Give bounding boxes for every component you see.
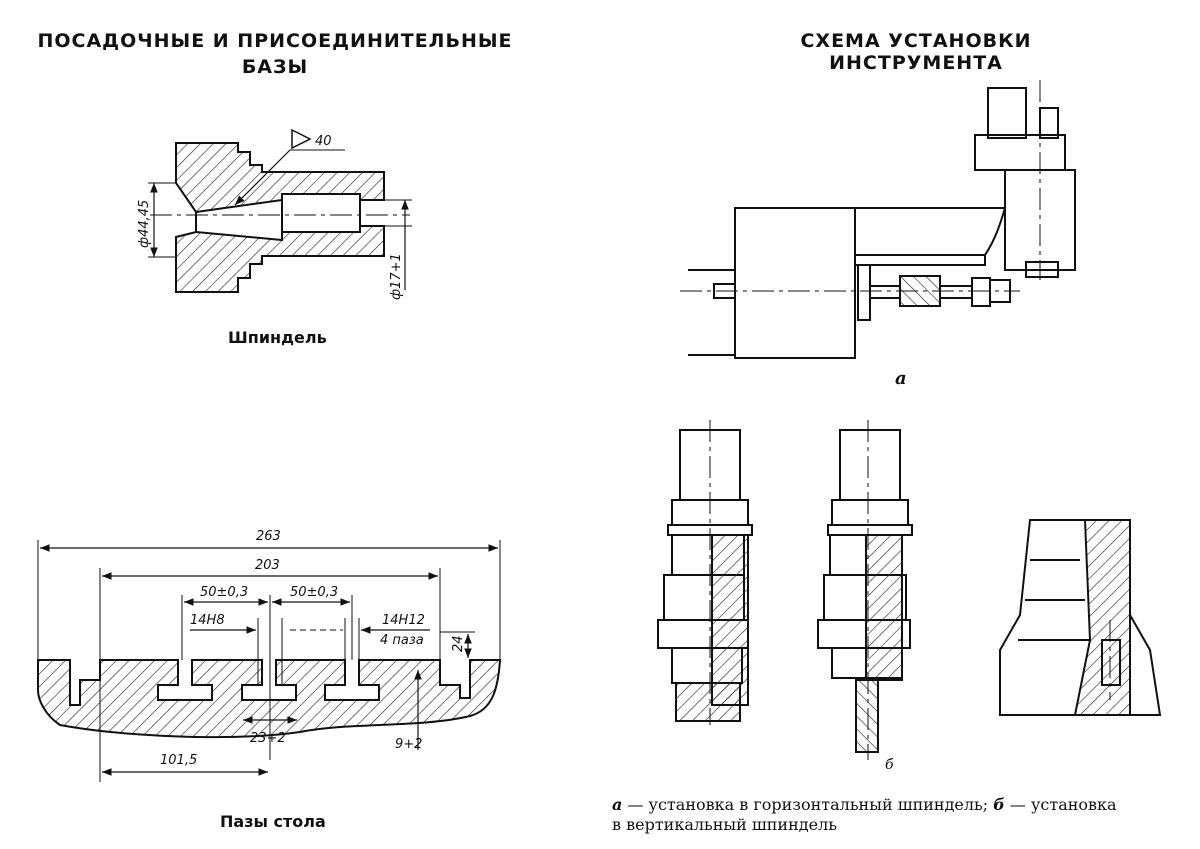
dim-fit-left: 14H8 (190, 613, 225, 628)
spindle-upper-section (175, 142, 385, 214)
dim-inner-width: 203 (255, 558, 280, 573)
figure-legend: а — установка в горизонтальный шпиндель;… (612, 795, 1200, 835)
legend-b-text: — установка (1004, 795, 1117, 814)
dim-slot-pitch-1: 50±0,3 (200, 585, 248, 600)
legend-line-2: в вертикальный шпиндель (612, 815, 837, 834)
dim-slot-depth: 24 (451, 635, 466, 652)
dim-first-slot-offset: 101,5 (160, 753, 197, 768)
scheme-b-label: б (885, 757, 894, 773)
scheme-a-label: а (895, 368, 907, 389)
spindle-outer-diameter: ф44,45 (137, 200, 152, 248)
legend-a-mark: а (612, 795, 623, 814)
dim-total-width: 263 (256, 529, 281, 544)
table-section (37, 659, 502, 739)
scheme-b-tool-3 (999, 519, 1162, 716)
dim-slot-count: 4 паза (380, 633, 424, 648)
scheme-a-horizontal-install (680, 80, 1076, 359)
spindle-caption: Шпиндель (228, 328, 327, 347)
table-dimension-lines (37, 540, 501, 782)
roughness-value: 40 (315, 134, 332, 149)
dim-fit-right: 14H12 (382, 613, 425, 628)
left-section-title: ПОСАДОЧНЫЕ И ПРИСОЕДИНИТЕЛЬНЫЕ БАЗЫ (30, 28, 520, 80)
scheme-b-tool-2 (817, 420, 913, 760)
legend-b-mark: б (993, 795, 1005, 814)
dim-slot-width: 23+2 (250, 731, 286, 746)
table-slots-caption: Пазы стола (220, 812, 326, 831)
right-section-title: СХЕМА УСТАНОВКИ ИНСТРУМЕНТА (800, 30, 1032, 74)
spindle-lower-section (175, 225, 385, 293)
table-slots-drawing (37, 659, 502, 739)
left-title-line-1: ПОСАДОЧНЫЕ И ПРИСОЕДИНИТЕЛЬНЫЕ (37, 30, 513, 52)
spindle-inner-diameter: ф17+1 (389, 253, 404, 300)
spindle-drawing (148, 128, 412, 293)
legend-a-text: — установка в горизонтальный шпиндель; (622, 795, 994, 814)
dim-slot-pitch-2: 50±0,3 (290, 585, 338, 600)
scheme-b-tool-1 (657, 420, 753, 725)
left-title-line-2: БАЗЫ (241, 56, 309, 78)
dim-slot-height: 9+2 (395, 737, 422, 752)
